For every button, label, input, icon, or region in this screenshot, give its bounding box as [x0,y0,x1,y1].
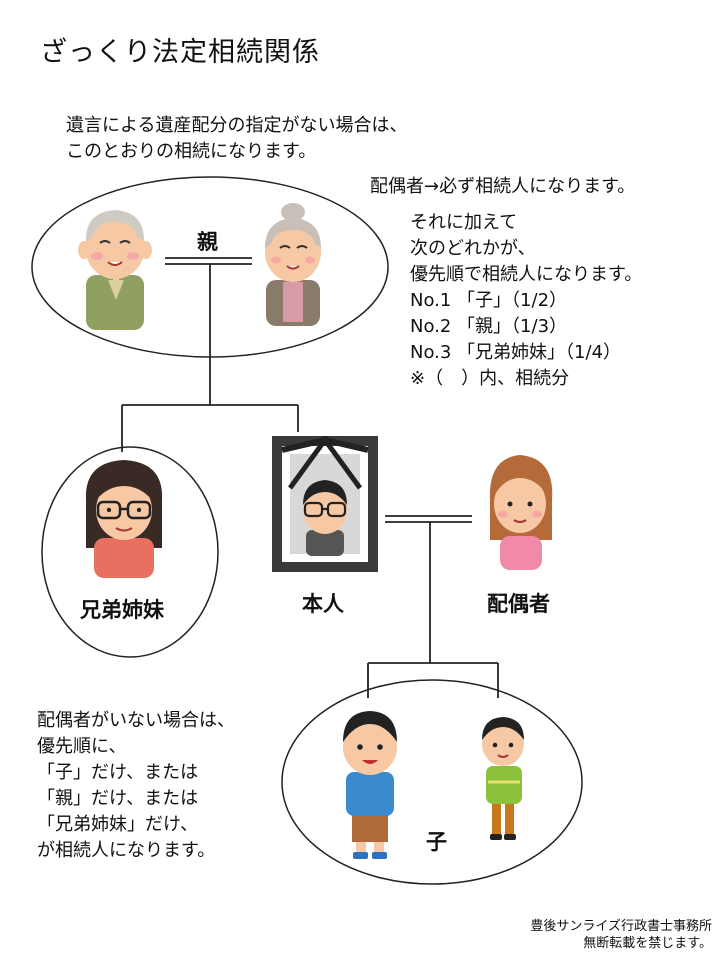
intro-line: このとおりの相続になります。 [66,141,317,162]
label-children: 子 [426,830,447,854]
order-rule-line: No.1 「子」（1/2） [410,290,568,311]
note-line: 「親」だけ、または [37,788,199,809]
connector-lines [121,257,499,698]
footer-credit: 豊後サンライズ行政書士事務所 無断転載を禁じます。 [530,918,712,952]
grandfather-illustration [78,210,152,330]
order-rules: それに加えて 次のどれかが、 優先順で相続人になります。 No.1 「子」（1/… [410,210,642,392]
intro-text: 遺言による遺産配分の指定がない場合は、 このとおりの相続になります。 [66,113,407,165]
label-self: 本人 [302,592,344,616]
sibling-illustration [85,460,163,578]
order-rule-line: ※（ ）内、相続分 [410,368,570,389]
intro-line: 遺言による遺産配分の指定がない場合は、 [66,115,408,136]
order-rule-line: 優先順で相続人になります。 [410,264,643,285]
child-green-illustration [482,717,524,840]
label-spouse: 配偶者 [487,592,550,616]
order-rule-line: 次のどれかが、 [410,238,536,259]
grandmother-illustration [265,203,321,326]
note-line: 「子」だけ、または [37,762,199,783]
page-title: ざっくり法定相続関係 [40,37,320,68]
spouse-rule: 配偶者→必ず相続人になります。 [370,176,636,197]
child-blue-illustration [343,711,397,859]
no-spouse-note: 配偶者がいない場合は、 優先順に、 「子」だけ、または 「親」だけ、または 「兄… [37,708,235,864]
spouse-illustration [489,455,553,570]
footer-office: 豊後サンライズ行政書士事務所 [530,919,712,934]
label-siblings: 兄弟姉妹 [80,598,164,622]
children-ellipse [281,679,583,885]
portrait-frame [272,436,378,572]
order-rule-line: それに加えて [410,212,518,233]
label-parents: 親 [197,230,218,254]
note-line: 配偶者がいない場合は、 [37,710,235,731]
note-line: が相続人になります。 [37,840,216,861]
siblings-ellipse [41,446,219,658]
order-rule-line: No.2 「親」（1/3） [410,316,568,337]
footer-copyright: 無断転載を禁じます。 [583,936,712,951]
note-line: 「兄弟姉妹」だけ、 [37,814,199,835]
order-rule-line: No.3 「兄弟姉妹」（1/4） [410,342,622,363]
note-line: 優先順に、 [37,736,127,757]
